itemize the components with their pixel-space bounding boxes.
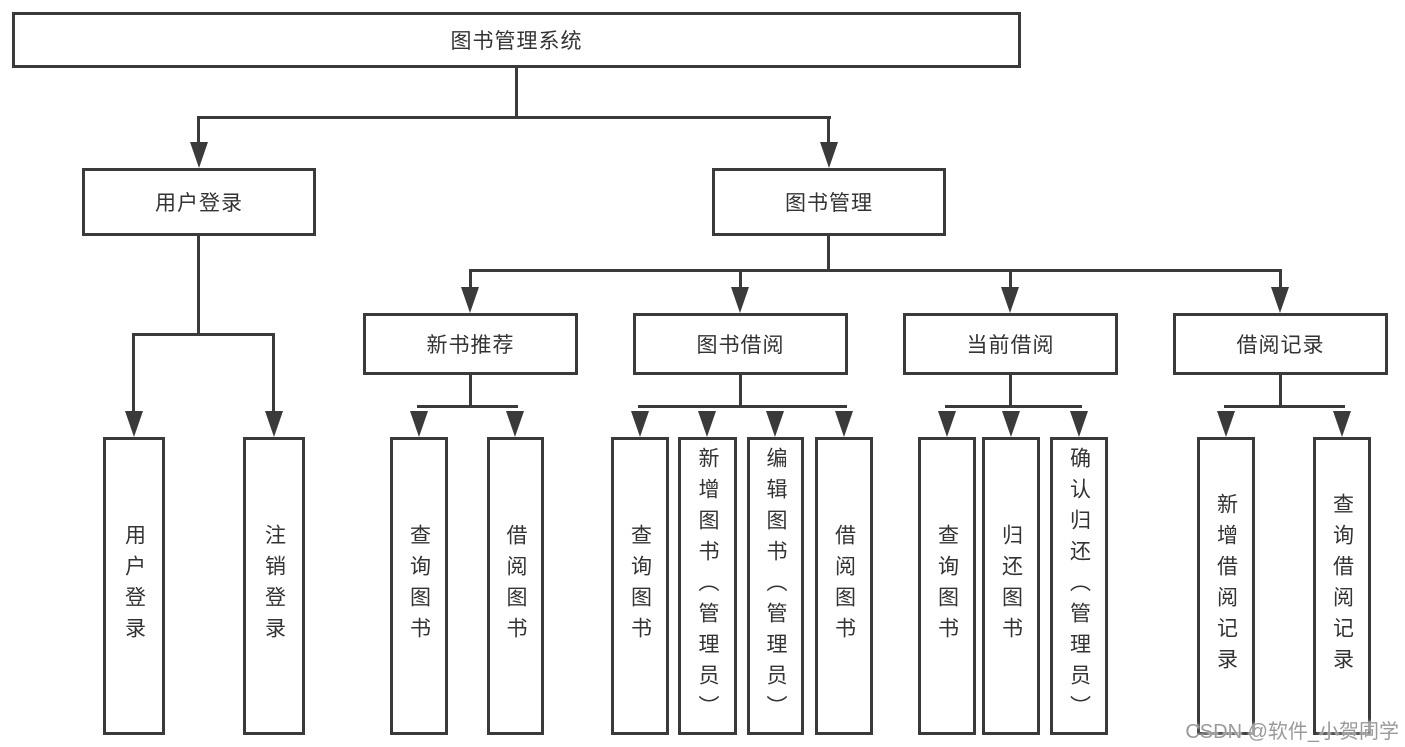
- leaf-label: 查询借阅记录: [1330, 493, 1354, 679]
- leaf-label: 借阅图书: [832, 524, 856, 648]
- connector-line: [1224, 405, 1345, 408]
- leaf-label: 新增借阅记录: [1214, 493, 1238, 679]
- leaf-borrow-books-recommend: 借阅图书: [487, 437, 544, 735]
- leaf-label: 查询图书: [407, 524, 431, 648]
- arrow-down-icon: [820, 142, 838, 168]
- node-book-borrowing: 图书借阅: [633, 313, 848, 375]
- arrow-down-icon: [125, 411, 143, 437]
- connector-line: [739, 375, 742, 408]
- arrow-down-icon: [731, 287, 749, 313]
- leaf-query-books-borrowing: 查询图书: [611, 437, 669, 735]
- connector-line: [827, 236, 830, 272]
- connector-line: [739, 269, 742, 289]
- connector-line: [827, 116, 830, 144]
- connector-line: [197, 116, 200, 144]
- node-label: 新书推荐: [426, 334, 515, 357]
- node-label: 当前借阅: [966, 334, 1055, 357]
- connector-line: [469, 269, 1282, 272]
- leaf-confirm-return-admin: 确认归还（管理员）: [1050, 437, 1108, 735]
- arrow-down-icon: [265, 411, 283, 437]
- node-label: 借阅记录: [1236, 334, 1325, 357]
- leaf-return-book: 归还图书: [982, 437, 1040, 735]
- leaf-borrow-books-borrowing: 借阅图书: [815, 437, 873, 735]
- arrow-down-icon: [190, 142, 208, 168]
- leaf-label: 查询图书: [935, 524, 959, 648]
- leaf-label: 编辑图书（管理员）: [764, 446, 788, 726]
- arrow-down-icon: [461, 287, 479, 313]
- leaf-edit-book-admin: 编辑图书（管理员）: [747, 437, 804, 735]
- connector-line: [945, 405, 1082, 408]
- arrow-down-icon: [1271, 287, 1289, 313]
- connector-line: [638, 405, 847, 408]
- arrow-down-icon: [698, 411, 716, 437]
- leaf-query-books-current: 查询图书: [918, 437, 976, 735]
- leaf-add-borrow-record: 新增借阅记录: [1197, 437, 1255, 735]
- connector-line: [272, 333, 275, 413]
- node-new-book-recommendation: 新书推荐: [363, 313, 578, 375]
- arrow-down-icon: [1002, 411, 1020, 437]
- leaf-label: 用户登录: [122, 524, 146, 648]
- leaf-label: 新增图书（管理员）: [696, 446, 720, 726]
- arrow-down-icon: [506, 411, 524, 437]
- csdn-watermark: CSDN @软件_小贺同学: [1185, 721, 1399, 743]
- node-label: 图书借阅: [696, 334, 785, 357]
- arrow-down-icon: [1217, 411, 1235, 437]
- leaf-label: 注销登录: [262, 524, 286, 648]
- connector-line: [1279, 375, 1282, 408]
- connector-line: [132, 333, 275, 336]
- connector-line: [197, 116, 831, 119]
- connector-line: [1009, 375, 1012, 408]
- leaf-user-login: 用户登录: [103, 437, 165, 735]
- arrow-down-icon: [1070, 411, 1088, 437]
- leaf-label: 查询图书: [628, 524, 652, 648]
- connector-line: [469, 375, 472, 408]
- leaf-logout: 注销登录: [243, 437, 305, 735]
- arrow-down-icon: [766, 411, 784, 437]
- connector-line: [417, 405, 518, 408]
- arrow-down-icon: [631, 411, 649, 437]
- leaf-label: 借阅图书: [504, 524, 528, 648]
- arrow-down-icon: [835, 411, 853, 437]
- leaf-label: 归还图书: [999, 524, 1023, 648]
- node-borrowing-records: 借阅记录: [1173, 313, 1388, 375]
- arrow-down-icon: [938, 411, 956, 437]
- node-label: 用户登录: [155, 192, 243, 215]
- leaf-add-book-admin: 新增图书（管理员）: [678, 437, 737, 735]
- arrow-down-icon: [1333, 411, 1351, 437]
- leaf-query-borrow-record: 查询借阅记录: [1313, 437, 1371, 735]
- node-user-login: 用户登录: [82, 168, 316, 236]
- leaf-label: 确认归还（管理员）: [1067, 446, 1091, 726]
- connector-line: [469, 269, 472, 289]
- node-label: 图书管理: [785, 192, 873, 215]
- connector-line: [1009, 269, 1012, 289]
- connector-line: [515, 68, 518, 119]
- arrow-down-icon: [410, 411, 428, 437]
- connector-line: [197, 236, 200, 336]
- node-label: 图书管理系统: [450, 30, 583, 53]
- connector-line: [1279, 269, 1282, 289]
- arrow-down-icon: [1001, 287, 1019, 313]
- node-current-borrowing: 当前借阅: [903, 313, 1118, 375]
- connector-line: [132, 333, 135, 413]
- leaf-query-books-recommend: 查询图书: [390, 437, 448, 735]
- node-library-management-system: 图书管理系统: [12, 12, 1021, 68]
- node-book-management: 图书管理: [712, 168, 946, 236]
